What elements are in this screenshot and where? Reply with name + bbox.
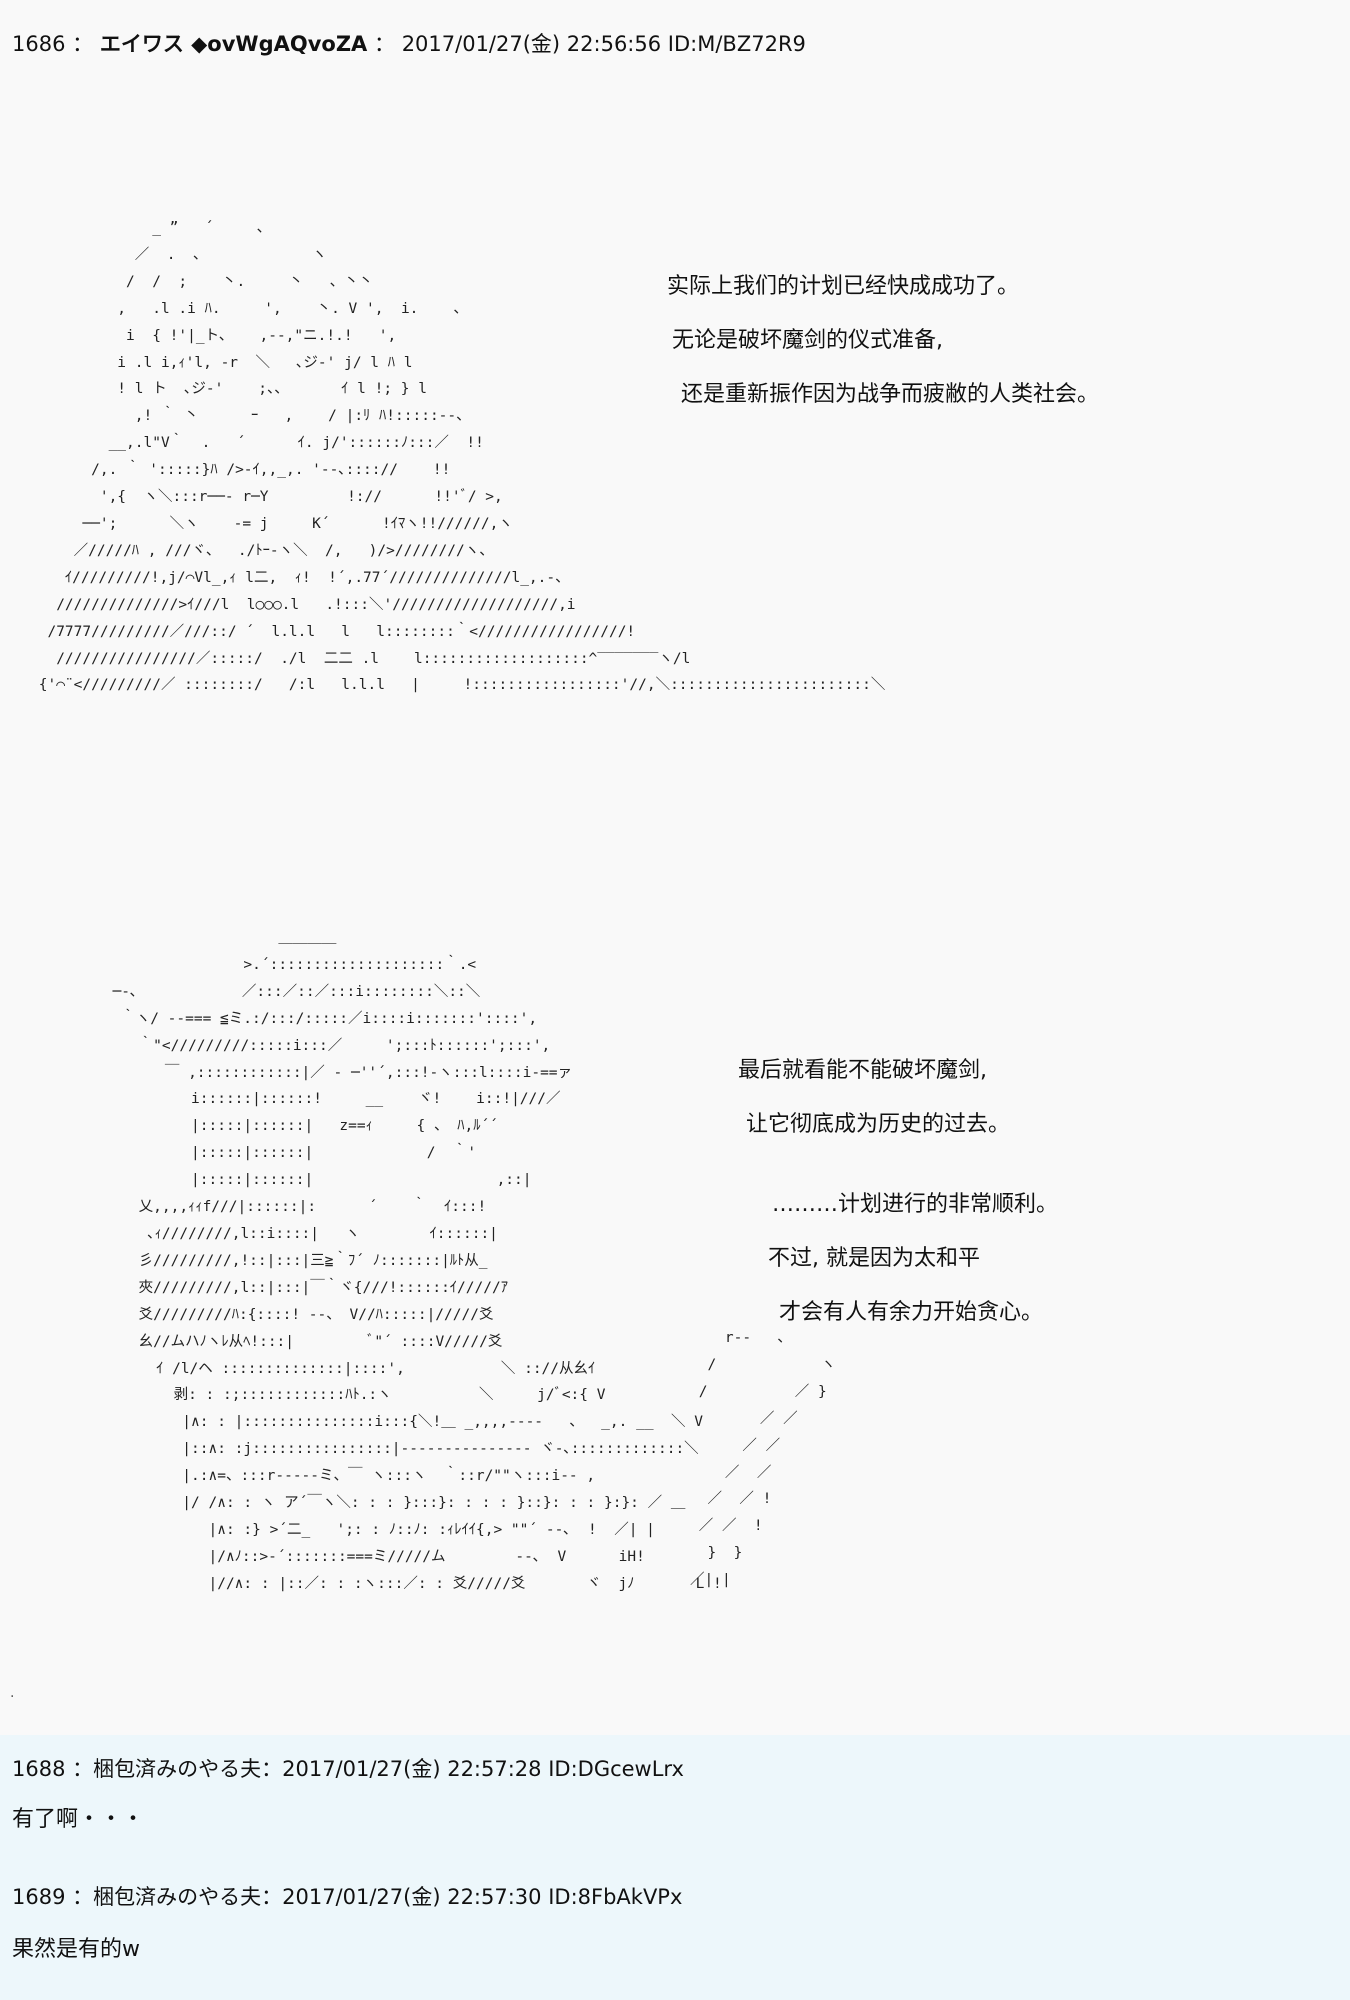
post-datetime: 2017/01/27(金) 22:56:56	[401, 32, 662, 56]
caption-line-3: 还是重新振作因为战争而疲敝的人类社会。	[681, 382, 1100, 407]
reply-body: 有了啊・・・	[12, 1807, 145, 1832]
reply-header: 1689 ：梱包済みのやる夫：2017/01/27(金) 22:57:30 ID…	[12, 1885, 683, 1909]
post-author[interactable]: エイワス ◆ovWgAQvoZA	[99, 32, 368, 56]
post-separator: ：	[72, 32, 94, 56]
caption-line-7: 不过, 就是因为太和平	[768, 1246, 980, 1271]
caption-line-6: ………计划进行的非常顺利。	[772, 1192, 1059, 1217]
post-id[interactable]: ID:M/BZ72R9	[667, 32, 806, 56]
ascii-art-character-2: ＿＿＿＿ >.´::::::::::::::::::::｀.< ─-､ ／:::…	[112, 930, 722, 1592]
caption-line-8: 才会有人有余力开始贪心。	[779, 1300, 1044, 1325]
caption-line-1: 实际上我们的计划已经快成成功了。	[667, 274, 1020, 299]
stray-dot: .	[10, 1685, 15, 1701]
post-separator-2: ：	[374, 32, 395, 56]
replies-section: 1688 ：梱包済みのやる夫：2017/01/27(金) 22:57:28 ID…	[0, 1735, 1350, 2000]
post-number: 1686	[12, 32, 66, 56]
post-header: 1686 ： エイワス ◆ovWgAQvoZA ： 2017/01/27(金) …	[12, 28, 806, 58]
reply-header: 1688 ：梱包済みのやる夫：2017/01/27(金) 22:57:28 ID…	[12, 1757, 684, 1781]
caption-line-4: 最后就看能不能破坏魔剑,	[738, 1058, 987, 1083]
caption-line-2: 无论是破坏魔剑的仪式准备,	[672, 328, 943, 353]
ascii-art-character-1: _ ” ´ ､ ／ . 、 ヽ / / ; 丶. 丶 、丶丶 , .l .i ﾊ…	[38, 220, 886, 694]
reply-body: 果然是有的w	[12, 1937, 140, 1962]
ascii-art-sword: r‐‐ 、 / ヽ / ／ } ／ ／ ／ ／ ／ ／ ／ ／ ! ／ ／ ! …	[690, 1330, 836, 1589]
caption-line-5: 让它彻底成为历史的过去。	[746, 1112, 1011, 1137]
